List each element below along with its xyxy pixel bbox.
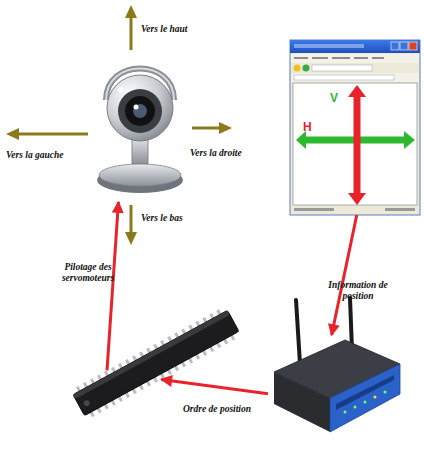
webcam-illustration-part: [118, 87, 124, 93]
webcam-illustration-part: [107, 75, 173, 141]
browser-window-illustration-part: [391, 42, 399, 50]
browser-window-illustration-part: [291, 54, 419, 63]
direction-arrow-part: [6, 128, 19, 140]
browser-window-illustration-part: [291, 206, 419, 214]
browser-window-illustration-part: [404, 131, 415, 149]
browser-window-illustration-part: [312, 57, 328, 59]
direction-label: Vers le haut: [141, 24, 187, 35]
chip-illustration-part: [83, 399, 91, 407]
browser-window-illustration-part: [294, 65, 301, 72]
router-illustration-part: [344, 411, 347, 414]
browser-window-illustration-part: [372, 57, 384, 59]
signal-arrow: [161, 380, 268, 394]
chip-illustration-part: [73, 310, 230, 399]
router-illustration-part: [274, 372, 330, 432]
router-illustration-part: [374, 396, 377, 399]
router-illustration: [274, 298, 400, 432]
browser-window-illustration-part: [348, 193, 366, 205]
browser-window-illustration-part: [291, 63, 419, 73]
chip-illustration: [71, 306, 242, 420]
axis-letter: H: [303, 121, 312, 133]
signal-arrow: [332, 215, 357, 335]
browser-window-illustration-part: [296, 131, 306, 149]
browser-window-illustration-part: [354, 96, 361, 194]
router-illustration-part: [336, 375, 394, 410]
edge-label: Pilotage des servomoteurs: [52, 262, 124, 284]
signal-arrow: [107, 202, 118, 370]
browser-window-illustration-part: [400, 42, 408, 50]
browser-window-node: VH: [290, 40, 420, 215]
browser-window-illustration: [290, 40, 420, 215]
direction-label: Vers la gauche: [6, 150, 64, 161]
browser-window-illustration-part: [293, 83, 417, 205]
router-illustration-part: [354, 406, 357, 409]
browser-window-illustration-part: [354, 57, 368, 59]
browser-window-illustration-part: [409, 42, 417, 50]
direction-label: Vers la droite: [190, 148, 242, 159]
browser-window-illustration-part: [294, 75, 394, 80]
edge-label: Ordre de position: [172, 404, 262, 415]
browser-window-illustration-part: [294, 208, 334, 211]
browser-window-illustration-part: [385, 208, 415, 211]
webcam-illustration-part: [133, 104, 147, 118]
direction-arrow-part: [192, 127, 221, 130]
webcam-node: [92, 52, 188, 202]
router-node: [268, 335, 402, 435]
direction-arrow-part: [125, 232, 137, 245]
browser-window-illustration-part: [303, 65, 310, 72]
router-illustration-part: [330, 364, 400, 432]
browser-window-illustration-part: [294, 44, 364, 48]
browser-window-illustration-part: [291, 73, 419, 82]
browser-window-illustration-part: [290, 40, 420, 215]
direction-arrow-part: [17, 133, 88, 136]
direction-arrow-part: [130, 205, 133, 234]
webcam-illustration-part: [99, 164, 181, 186]
router-illustration-part: [296, 300, 300, 364]
chip-illustration-part: [73, 310, 239, 415]
direction-arrow-part: [219, 122, 232, 134]
browser-window-illustration-part: [332, 57, 350, 59]
webcam-illustration: [97, 69, 183, 194]
edge-label: Information de position: [322, 280, 394, 302]
browser-window-illustration-part: [312, 65, 372, 71]
browser-window-illustration-part: [290, 40, 420, 53]
direction-label: Vers le bas: [141, 213, 183, 224]
webcam-illustration-part: [118, 89, 162, 133]
direction-arrow: [6, 5, 232, 245]
direction-arrow-part: [130, 16, 133, 50]
webcam-illustration-part: [125, 96, 155, 126]
router-illustration-part: [364, 401, 367, 404]
direction-arrow-part: [125, 5, 137, 18]
browser-window-illustration-part: [294, 57, 308, 59]
router-illustration-part: [384, 391, 387, 394]
webcam-illustration-part: [134, 105, 139, 110]
axis-letter: V: [330, 92, 338, 104]
browser-window-illustration-part: [348, 85, 366, 97]
